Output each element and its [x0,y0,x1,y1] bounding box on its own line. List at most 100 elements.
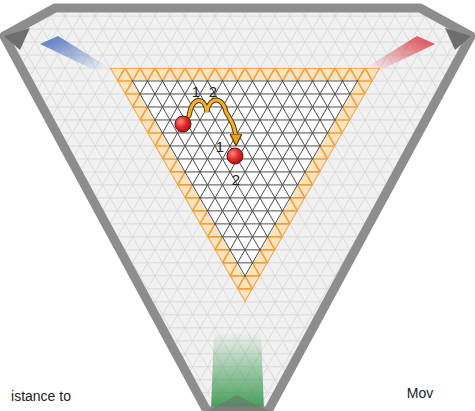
grid-line [300,0,475,411]
grid-line [0,0,10,411]
grid-line [0,0,460,411]
grid-line [0,301,475,302]
grid-line [0,42,475,43]
grid-line [0,0,85,411]
grid-line [165,0,475,411]
grid-line [0,0,10,411]
grid-line [240,0,475,411]
grid-line [0,0,175,411]
grid-line [210,0,475,411]
grid-line [0,0,415,411]
grid-line [315,0,475,411]
grid-line [0,0,220,411]
grid-line [0,0,10,411]
grid-line [0,0,385,411]
frame-corner [445,28,471,50]
grid-line [0,0,70,411]
grid-line [0,0,55,411]
grid-line [0,0,310,411]
grid-line [0,0,85,411]
grid-line [465,0,475,411]
grid-line [0,0,160,411]
jump-path-outline [189,100,236,141]
grid-line [0,0,10,411]
grid-line [0,0,460,411]
grid-line [45,0,475,411]
grid-line [0,55,475,56]
grid-line [0,379,475,380]
grid-line [0,29,475,30]
grid-line [0,0,235,411]
grid-line [0,340,475,341]
frame-corner [207,395,268,411]
grid-line [0,68,475,69]
grid-line [0,0,220,411]
grid-line [0,0,160,411]
grid-line [0,0,385,411]
grid-line [0,0,460,411]
grid-line [420,0,475,411]
grid-line [0,0,160,411]
grid-line [60,0,475,411]
grid-line [75,0,475,411]
grid-line [0,0,385,411]
grid-line [0,275,475,276]
grid-line [90,0,475,411]
callout-number: 1 [192,84,200,99]
grid-line [0,0,370,411]
grid-line [0,0,415,411]
grid-line [0,353,475,354]
grid-line [45,0,475,411]
grid-line [0,0,400,411]
grid-line [420,0,475,411]
grid-line [0,0,325,411]
grid-line [0,0,400,411]
grid-line [0,16,475,17]
grid-line [0,119,475,120]
grid-line [240,0,475,411]
grid-line [390,0,475,411]
callout-number: 2 [232,172,240,187]
grid-line [0,353,475,355]
grid-line [255,0,475,411]
jump-path [189,100,236,141]
grid-line [105,0,475,411]
grid-line [315,0,475,411]
grid-line [90,0,475,411]
grid-line [0,249,475,250]
grid-line [0,0,175,411]
grid-line [0,0,70,411]
red-home-band [367,36,435,68]
grid-line [315,0,475,411]
